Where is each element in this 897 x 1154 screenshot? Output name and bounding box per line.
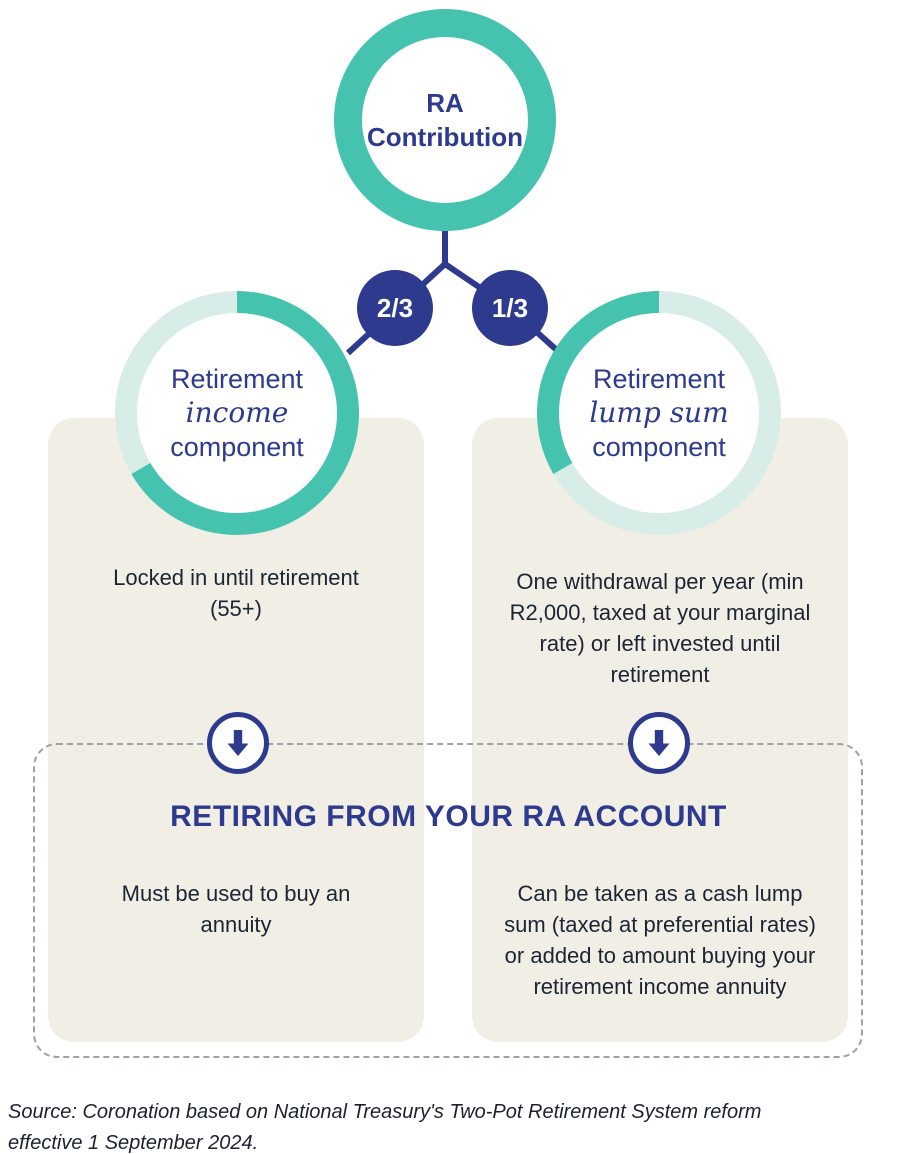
income-retirement-rule-inner: Must be used to buy an annuity <box>121 881 351 937</box>
income-label-line1: Retirement <box>170 364 304 394</box>
income-rule-text-inner: Locked in until retirement (55+) <box>113 565 359 621</box>
lumpsum-retirement-rule-inner: Can be taken as a cash lump sum (taxed a… <box>504 881 816 999</box>
lumpsum-rule-text: One withdrawal per year (min R2,000, tax… <box>472 566 848 690</box>
income-label-line3: component <box>170 432 304 462</box>
down-arrow-icon <box>648 730 670 756</box>
ra-contribution-label: RA Contribution <box>367 86 523 154</box>
lumpsum-component-label: Retirement lump sum component <box>589 362 728 464</box>
income-rule-text: Locked in until retirement (55+) <box>48 562 424 624</box>
fraction-label: 2/3 <box>376 292 414 323</box>
income-component-donut: Retirement income component <box>115 291 359 535</box>
fraction-badge-one-third: 1/3 <box>472 270 548 346</box>
fraction-label: 1/3 <box>491 292 529 323</box>
fraction-badge-two-thirds: 2/3 <box>357 270 433 346</box>
lumpsum-label-line1: Retirement <box>592 364 726 394</box>
income-label-line2: income <box>185 396 289 429</box>
income-component-label: Retirement income component <box>170 362 304 464</box>
income-down-arrow-circle <box>207 712 269 774</box>
income-retirement-rule-text: Must be used to buy an annuity <box>48 878 424 940</box>
lumpsum-rule-text-inner: One withdrawal per year (min R2,000, tax… <box>509 569 811 687</box>
ra-label-line2: Contribution <box>367 122 523 152</box>
ra-label-line1: RA <box>426 88 464 118</box>
source-note: Source: Coronation based on National Tre… <box>8 1101 762 1154</box>
retiring-heading: RETIRING FROM YOUR RA ACCOUNT <box>170 800 727 833</box>
down-arrow-icon <box>227 730 249 756</box>
ra-contribution-circle: RA Contribution <box>334 9 556 231</box>
lumpsum-component-donut: Retirement lump sum component <box>537 291 781 535</box>
lumpsum-label-line3: component <box>592 432 726 462</box>
retiring-zone-border <box>33 743 863 1058</box>
lumpsum-down-arrow-circle <box>628 712 690 774</box>
lumpsum-retirement-rule-text: Can be taken as a cash lump sum (taxed a… <box>472 878 848 1002</box>
lumpsum-label-line2: lump sum <box>589 396 729 429</box>
